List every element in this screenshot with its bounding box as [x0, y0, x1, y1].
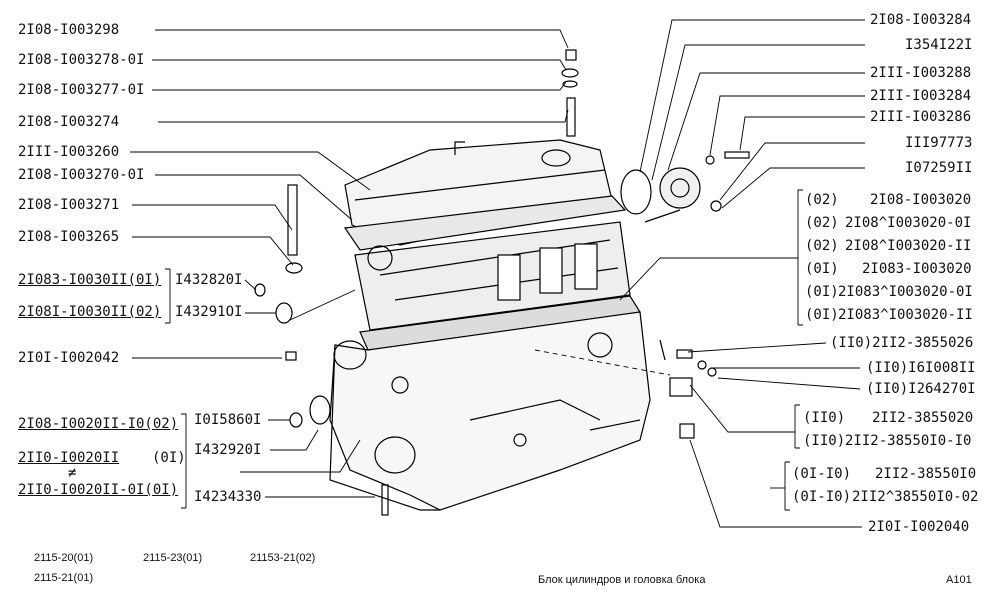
- label-right-7: I07259II: [905, 160, 973, 176]
- label-left-4: 2I08-I003274: [18, 114, 120, 130]
- model-3: 21153-21(02): [250, 552, 316, 564]
- group-r3-code-2: (0I-I0): [792, 489, 852, 505]
- group-r3-part-1: 2II2-38550I0: [875, 466, 977, 482]
- group-r2-part-2: 2II2-38550I0-I0: [845, 433, 972, 449]
- group-r1-code-1: (02): [805, 192, 839, 208]
- label-left-9: 2I0I-I002042: [18, 350, 120, 366]
- group-r1-code-6: (0I): [805, 307, 839, 323]
- group-b-item-3: 2II0-I0020II-0I(0I): [18, 482, 179, 498]
- group-r1-part-1: 2I08-I003020: [870, 192, 972, 208]
- group-r2-code-1: (II0): [803, 410, 846, 426]
- label-right-3: 2III-I003288: [870, 65, 972, 81]
- group-r1-code-3: (02): [805, 238, 839, 254]
- not-equal-sign: ≠: [68, 465, 77, 481]
- label-right-2: I354I22I: [905, 37, 973, 53]
- label-left-5: 2III-I003260: [18, 144, 120, 160]
- label-right-mid-1: (II0)2II2-3855026: [830, 335, 974, 351]
- group-a-ref-1: I432820I: [175, 272, 243, 288]
- group-r2-part-1: 2II2-3855020: [872, 410, 974, 426]
- label-right-6: III97773: [905, 135, 973, 151]
- label-left-1: 2I08-I003298: [18, 22, 120, 38]
- model-2: 2115-23(01): [143, 552, 203, 564]
- group-b-qualifier: (0I): [152, 450, 186, 466]
- group-r1-code-5: (0I): [805, 284, 839, 300]
- model-1: 2115-20(01): [34, 552, 94, 564]
- label-right-bottom: 2I0I-I002040: [868, 519, 970, 535]
- group-r1-code-2: (02): [805, 215, 839, 231]
- label-right-4: 2III-I003284: [870, 88, 972, 104]
- label-right-5: 2III-I003286: [870, 109, 972, 125]
- group-r1-part-3: 2I08^I003020-II: [845, 238, 972, 254]
- label-right-1: 2I08-I003284: [870, 12, 972, 28]
- label-right-mid-3: (II0)I264270I: [866, 381, 976, 397]
- group-r1-part-6: 2I083^I003020-II: [838, 307, 973, 323]
- label-left-3: 2I08-I003277-0I: [18, 82, 145, 98]
- group-b-item-2: 2II0-I0020II: [18, 450, 120, 466]
- group-a-item-1: 2I083-I0030II(0I): [18, 272, 162, 288]
- group-b-ref-3: I4234330: [194, 489, 262, 505]
- label-right-mid-2: (II0)I6I008II: [866, 360, 976, 376]
- label-left-8: 2I08-I003265: [18, 229, 120, 245]
- label-left-6: 2I08-I003270-0I: [18, 167, 145, 183]
- label-left-2: 2I08-I003278-0I: [18, 52, 145, 68]
- group-a-item-2: 2I08I-I0030II(02): [18, 304, 162, 320]
- group-r2-code-2: (II0): [803, 433, 846, 449]
- group-a-ref-2: I43291OI: [175, 304, 243, 320]
- group-b-ref-2: I432920I: [194, 442, 262, 458]
- label-left-7: 2I08-I003271: [18, 197, 120, 213]
- group-r3-part-2: 2II2^38550I0-02: [852, 489, 979, 505]
- group-r3-code-1: (0I-I0): [792, 466, 852, 482]
- model-4: 2115-21(01): [34, 572, 94, 584]
- page-id: A101: [946, 574, 972, 586]
- group-b-item-1: 2I08-I0020II-I0(02): [18, 416, 179, 432]
- group-b-ref-1: I0I5860I: [194, 412, 262, 428]
- group-r1-part-5: 2I083^I003020-0I: [838, 284, 973, 300]
- group-r1-part-2: 2I08^I003020-0I: [845, 215, 972, 231]
- caption: Блок цилиндров и головка блока: [538, 574, 706, 586]
- group-r1-code-4: (0I): [805, 261, 839, 277]
- group-r1-part-4: 2I083-I003020: [862, 261, 972, 277]
